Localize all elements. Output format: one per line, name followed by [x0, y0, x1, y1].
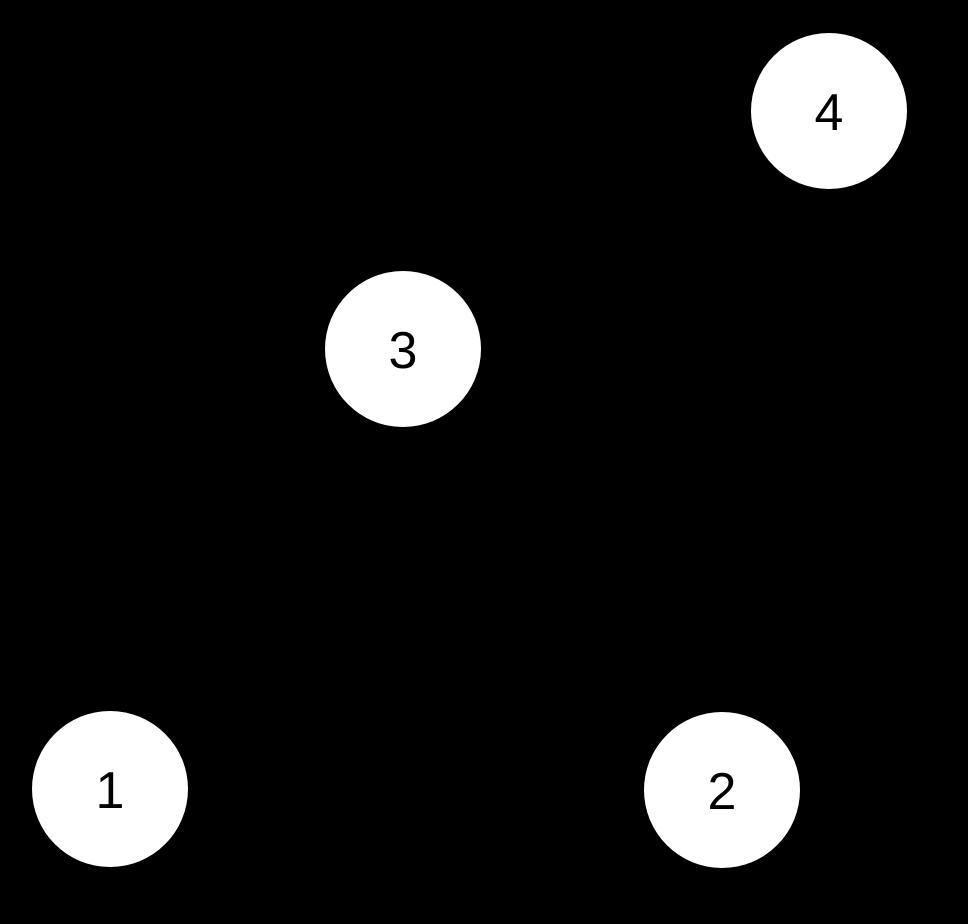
graph-node-1[interactable]: 1 — [32, 711, 188, 867]
node-label-2: 2 — [707, 763, 737, 821]
graph-node-4[interactable]: 4 — [751, 33, 907, 189]
node-label-3: 3 — [388, 322, 418, 380]
node-label-1: 1 — [95, 762, 125, 820]
graph-node-2[interactable]: 2 — [644, 712, 800, 868]
graph-node-3[interactable]: 3 — [325, 271, 481, 427]
node-label-4: 4 — [814, 84, 844, 142]
